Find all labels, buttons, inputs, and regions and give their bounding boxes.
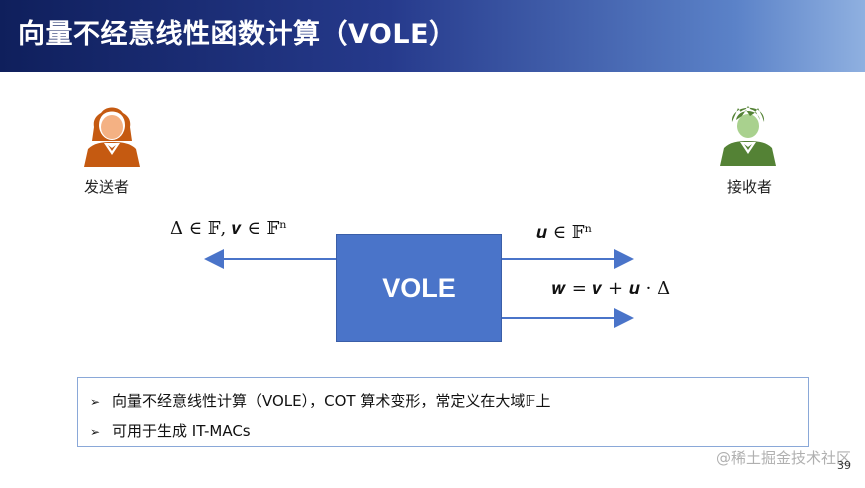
female-person-icon bbox=[84, 107, 140, 167]
sender-holds-formula: Δ ∈ 𝔽, 𝒗 ∈ 𝔽ⁿ bbox=[170, 218, 288, 239]
title-bar: 向量不经意线性函数计算（VOLE） bbox=[0, 0, 865, 72]
sender-label: 发送者 bbox=[84, 178, 130, 196]
bullet-text: 向量不经意线性计算（VOLE），COT 算术变形，常定义在大域𝔽上 bbox=[112, 392, 551, 410]
page-number: 39 bbox=[837, 459, 851, 472]
receiver-w-formula: 𝒘 = 𝒗 + 𝒖 · Δ bbox=[552, 278, 671, 299]
receiver-figure bbox=[716, 96, 780, 172]
bullet-text: 可用于生成 IT-MACs bbox=[112, 422, 251, 440]
vole-box-label: VOLE bbox=[382, 272, 456, 303]
watermark: @稀土掘金技术社区 bbox=[715, 449, 851, 467]
receiver-u-formula: 𝒖 ∈ 𝔽ⁿ bbox=[536, 222, 593, 243]
bullet-item: ➢ 向量不经意线性计算（VOLE），COT 算术变形，常定义在大域𝔽上 bbox=[90, 390, 550, 411]
receiver-label: 接收者 bbox=[727, 178, 773, 196]
bullet-arrow-icon: ➢ bbox=[90, 425, 101, 439]
bullet-box: ➢ 向量不经意线性计算（VOLE），COT 算术变形，常定义在大域𝔽上 ➢ 可用于生… bbox=[77, 377, 809, 447]
vole-functionality-box: VOLE bbox=[336, 234, 502, 342]
bullet-item: ➢ 可用于生成 IT-MACs bbox=[90, 420, 251, 441]
slide-title: 向量不经意线性函数计算（VOLE） bbox=[18, 19, 457, 50]
bullet-arrow-icon: ➢ bbox=[90, 395, 101, 409]
sender-figure bbox=[80, 97, 144, 173]
male-person-icon bbox=[720, 106, 776, 166]
